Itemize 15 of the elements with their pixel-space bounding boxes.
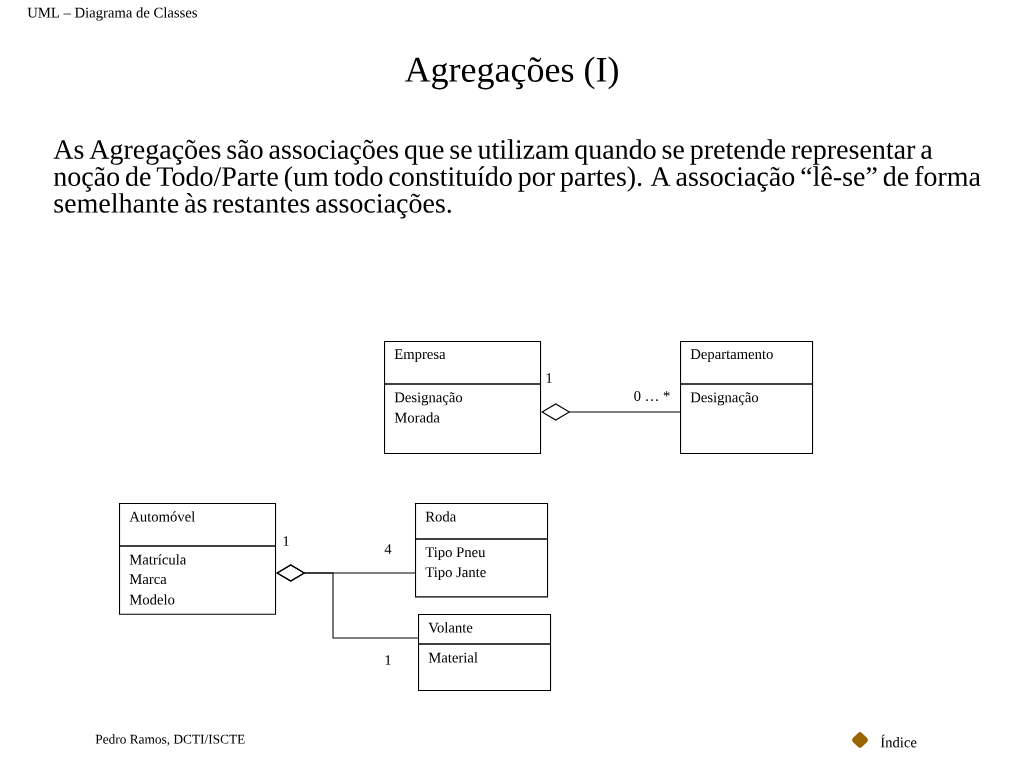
header-text: UML – Diagrama de Classes (27, 7, 197, 21)
aggregation-line (276, 564, 419, 639)
class-box: Automóvel Matrícula Marca Modelo (118, 503, 277, 615)
footer-text: Pedro Ramos, DCTI/ISCTE (95, 734, 245, 746)
class-box: Empresa Designação Morada (383, 341, 542, 455)
index-link: Índice (880, 734, 917, 748)
multiplicity: 0 … * (634, 391, 670, 401)
multiplicity: 4 (384, 544, 392, 554)
class-box: Volante Material (417, 614, 552, 692)
class-box: Roda Tipo Pneu Tipo Jante (414, 503, 549, 598)
slide-title: Agregações (I) (404, 56, 618, 90)
aggregation-line (541, 403, 681, 421)
class-box: Departamento Designação (679, 341, 814, 455)
body-paragraph: As Agregações são associações que se utilizam quando se pretende representar a noção de Todo/Parte (um todo constituído por partes). A associação “lê-se” de forma semelhante às restantes associações. (53, 139, 981, 219)
multiplicity: 1 (385, 655, 391, 665)
